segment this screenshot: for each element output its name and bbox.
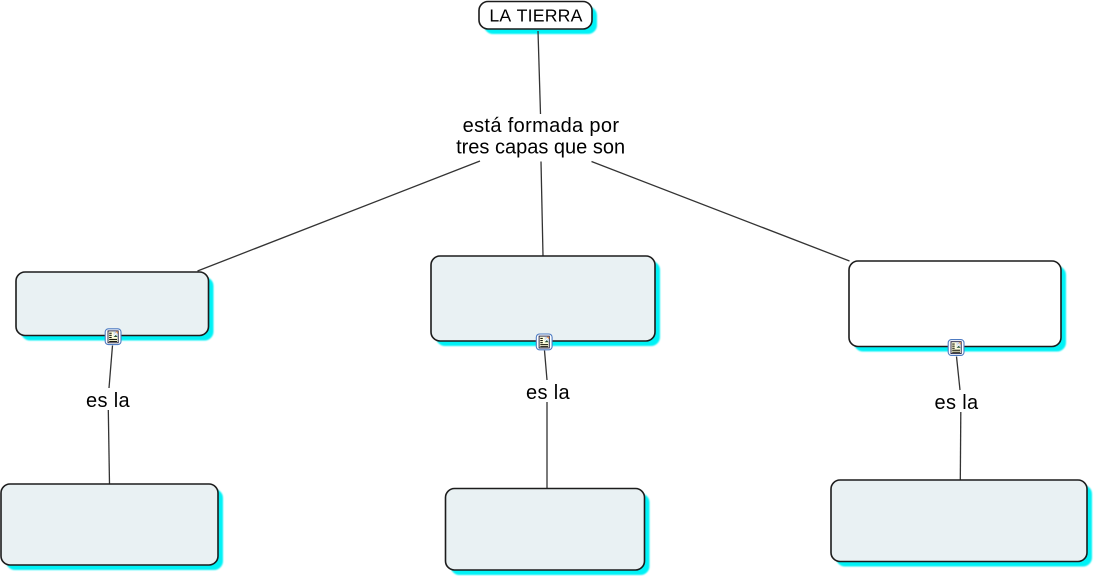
svg-text:es la: es la xyxy=(526,382,571,404)
svg-text:tres capas que son: tres capas que son xyxy=(456,137,625,159)
svg-text:es la: es la xyxy=(86,390,131,412)
svg-text:está formada por: está formada por xyxy=(463,115,620,137)
svg-text:es la: es la xyxy=(935,392,980,414)
svg-text:LA TIERRA: LA TIERRA xyxy=(489,6,582,26)
